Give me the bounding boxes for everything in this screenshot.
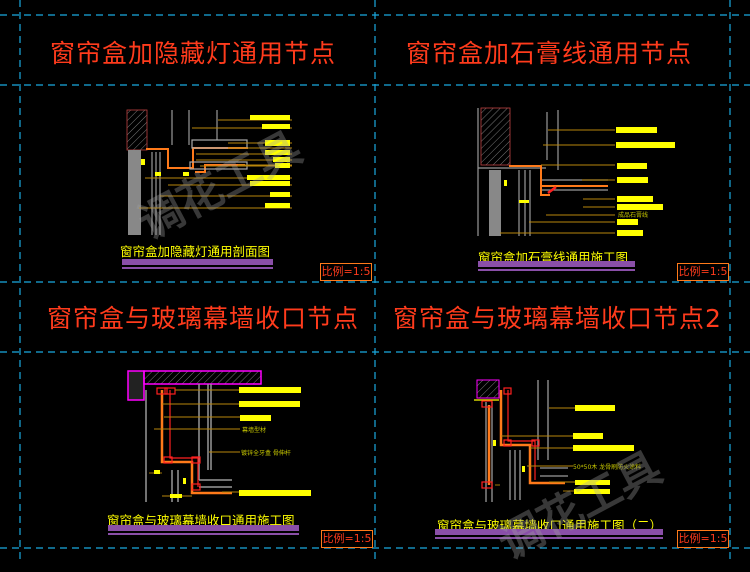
caption-underline <box>122 259 273 267</box>
scale-label: 比例=1:5 <box>677 530 729 548</box>
label-wood-keel: 50*50木 龙骨刷防火涂料 <box>573 463 641 471</box>
panel-title-curtain-wall-2: 窗帘盒与玻璃幕墙收口节点2 <box>393 304 722 333</box>
panel-title-curtain-wall: 窗帘盒与玻璃幕墙收口节点 <box>47 304 360 333</box>
caption-underline <box>435 529 663 537</box>
scale-label: 比例=1:5 <box>677 263 729 281</box>
drawing-curtain-wall-junction-2[interactable]: 50*50木 龙骨刷防火涂料 <box>0 0 750 560</box>
label-gypsum-line: 成品石膏线 <box>618 211 648 219</box>
caption-underline <box>108 525 299 533</box>
label-galvanized-rod: 镀锌全牙盒 骨伸杆 <box>241 449 291 457</box>
panel-title-concealed-light: 窗帘盒加隐藏灯通用节点 <box>50 39 337 68</box>
drawing-caption-curtain-wall: 窗帘盒与玻璃幕墙收口通用施工图 <box>107 513 295 528</box>
cad-grid <box>0 0 750 560</box>
drawing-gypsum-line-construction[interactable]: 成品石膏线 <box>0 0 750 560</box>
drawing-concealed-light-section[interactable] <box>0 0 750 560</box>
label-curtain-wall-profile: 幕墙型材 <box>242 426 266 434</box>
caption-underline <box>478 261 635 269</box>
scale-label: 比例=1:5 <box>321 530 373 548</box>
drawing-caption-concealed-light: 窗帘盒加隐藏灯通用剖面图 <box>120 244 271 259</box>
drawing-curtain-wall-junction[interactable]: 幕墙型材 镀锌全牙盒 骨伸杆 <box>0 0 750 560</box>
scale-label: 比例=1:5 <box>320 263 372 281</box>
panel-title-gypsum-line: 窗帘盒加石膏线通用节点 <box>406 39 693 68</box>
